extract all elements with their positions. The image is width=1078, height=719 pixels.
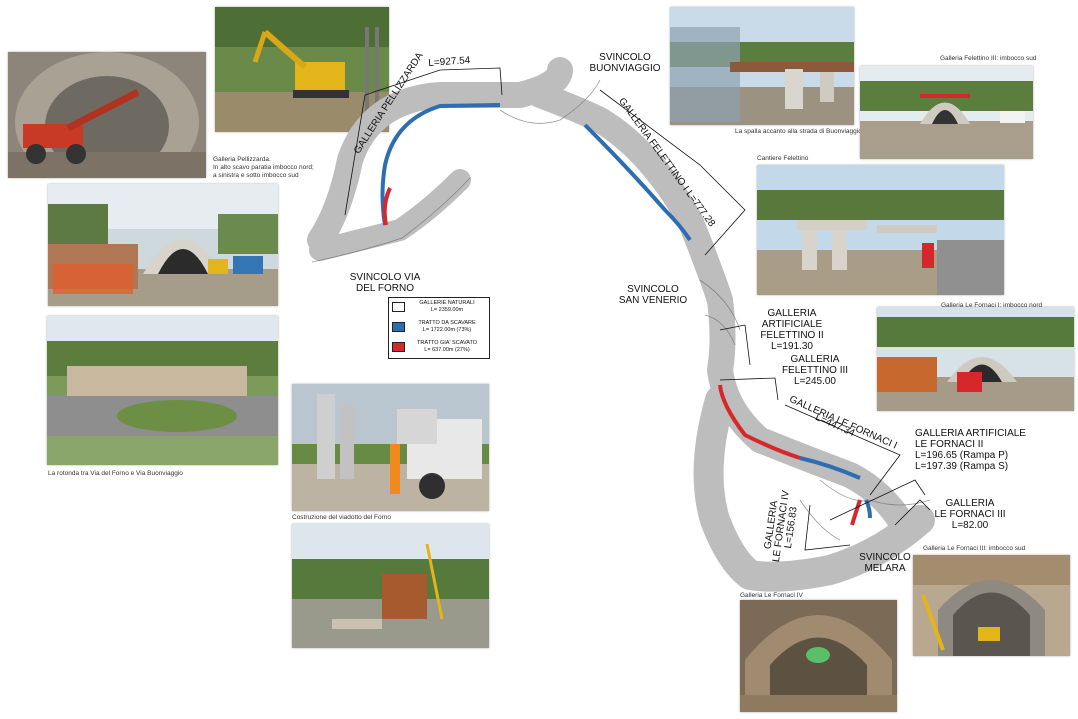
label-svincolo-san-venerio: SVINCOLO SAN VENERIO <box>618 284 688 306</box>
pellizzarda-red <box>382 187 392 226</box>
photo-spalla-buonviaggio <box>670 7 854 125</box>
photo-rotonda <box>47 316 278 465</box>
legend: GALLERIE NATURALI L= 2359.00m TRATTO DA … <box>388 297 490 359</box>
legend-label-naturali: GALLERIE NATURALI L= 2359.00m <box>419 300 475 313</box>
dim-felettino-3 <box>719 377 779 401</box>
photo-fornaci3-sud <box>913 555 1070 656</box>
legend-label-da-scavare: TRATTO DA SCAVARE L= 1722.00m (73%) <box>418 320 476 333</box>
legend-swatch-gia-scavato <box>392 342 405 352</box>
photo-tunnel-portal-left <box>48 184 278 306</box>
caption-fornaci1-nord: Galleria Le Fornaci I: imbocco nord <box>941 302 1043 309</box>
photo-fornaci1-nord <box>877 307 1074 411</box>
road-line-3 <box>699 279 741 346</box>
photo-felettino3-sud <box>860 66 1033 159</box>
caption-pellizzarda: Galleria Pellizzarda. In alto scavo para… <box>213 156 314 179</box>
road-line-4 <box>819 479 931 506</box>
dim-fornaci-2 <box>829 479 926 521</box>
legend-swatch-naturali <box>392 302 405 312</box>
photo-pellizzarda-excavator-1 <box>8 52 206 178</box>
photo-viadotto-forno <box>292 384 489 511</box>
legend-row-gia-scavato: TRATTO GIA' SCAVATO L= 637.00m (27%) <box>392 340 486 356</box>
label-svincolo-melara: SVINCOLO MELARA <box>859 552 911 574</box>
road-line-5 <box>799 499 841 541</box>
road-line-2 <box>499 79 601 124</box>
photo-cantiere-felettino <box>757 165 1004 295</box>
felettino-red-1 <box>718 384 801 460</box>
caption-viadotto: Costruzione del viadotto del Forno <box>292 514 392 521</box>
caption-cantiere-felettino: Cantiere Felettino <box>757 155 809 162</box>
photo-fornaci4 <box>740 600 897 712</box>
label-galleria-felettino-3: GALLERIA FELETTINO III L=245.00 <box>781 354 849 387</box>
fornaci-blue-2 <box>864 499 872 519</box>
label-svincolo-buonviaggio: SVINCOLO BUONVIAGGIO <box>589 52 661 74</box>
road-line-1 <box>311 177 471 263</box>
caption-spalla: La spalla accanto alla strada di Buonvia… <box>735 128 862 135</box>
road-corridor-forno <box>309 169 471 261</box>
caption-fornaci4: Galleria Le Fornaci IV <box>740 592 803 599</box>
label-galleria-fornaci-3: GALLERIA LE FORNACI III L=82.00 <box>934 498 1006 531</box>
fornaci-red-2 <box>850 499 862 526</box>
fornaci-blue <box>799 456 861 480</box>
dim-fornaci-4 <box>804 504 851 551</box>
caption-fornaci3-sud: Galleria Le Fornaci III: imbocco sud <box>923 545 1026 552</box>
label-galleria-felettino-2: GALLERIA ARTIFICIALE FELETTINO II L=191.… <box>760 308 824 352</box>
pellizzarda-blue <box>380 103 501 226</box>
legend-row-da-scavare: TRATTO DA SCAVARE L= 1722.00m (73%) <box>392 320 486 336</box>
label-svincolo-forno: SVINCOLO VIA DEL FORNO <box>349 272 421 294</box>
photo-crane-site <box>292 524 489 648</box>
dim-fornaci-3 <box>894 499 931 526</box>
road-corridor-lower <box>693 385 935 592</box>
legend-row-naturali: GALLERIE NATURALI L= 2359.00m <box>392 300 486 316</box>
label-galleria-fornaci-2: GALLERIA ARTIFICIALE LE FORNACI II L=196… <box>915 428 1026 472</box>
caption-rotonda: La rotonda tra Via del Forno e Via Buonv… <box>48 470 183 477</box>
legend-swatch-da-scavare <box>392 322 405 332</box>
caption-felettino3-sud: Galleria Felettino III: imbocco sud <box>940 55 1037 62</box>
photo-pellizzarda-excavator-2 <box>215 7 389 132</box>
legend-label-gia-scavato: TRATTO GIA' SCAVATO L= 637.00m (27%) <box>416 340 478 353</box>
label-galleria-fornaci-4: GALLERIA LE FORNACI IV L=156.83 <box>762 489 800 563</box>
dim-felettino-2 <box>719 324 751 366</box>
label-pellizzarda-length: L=927.54 <box>428 55 471 69</box>
